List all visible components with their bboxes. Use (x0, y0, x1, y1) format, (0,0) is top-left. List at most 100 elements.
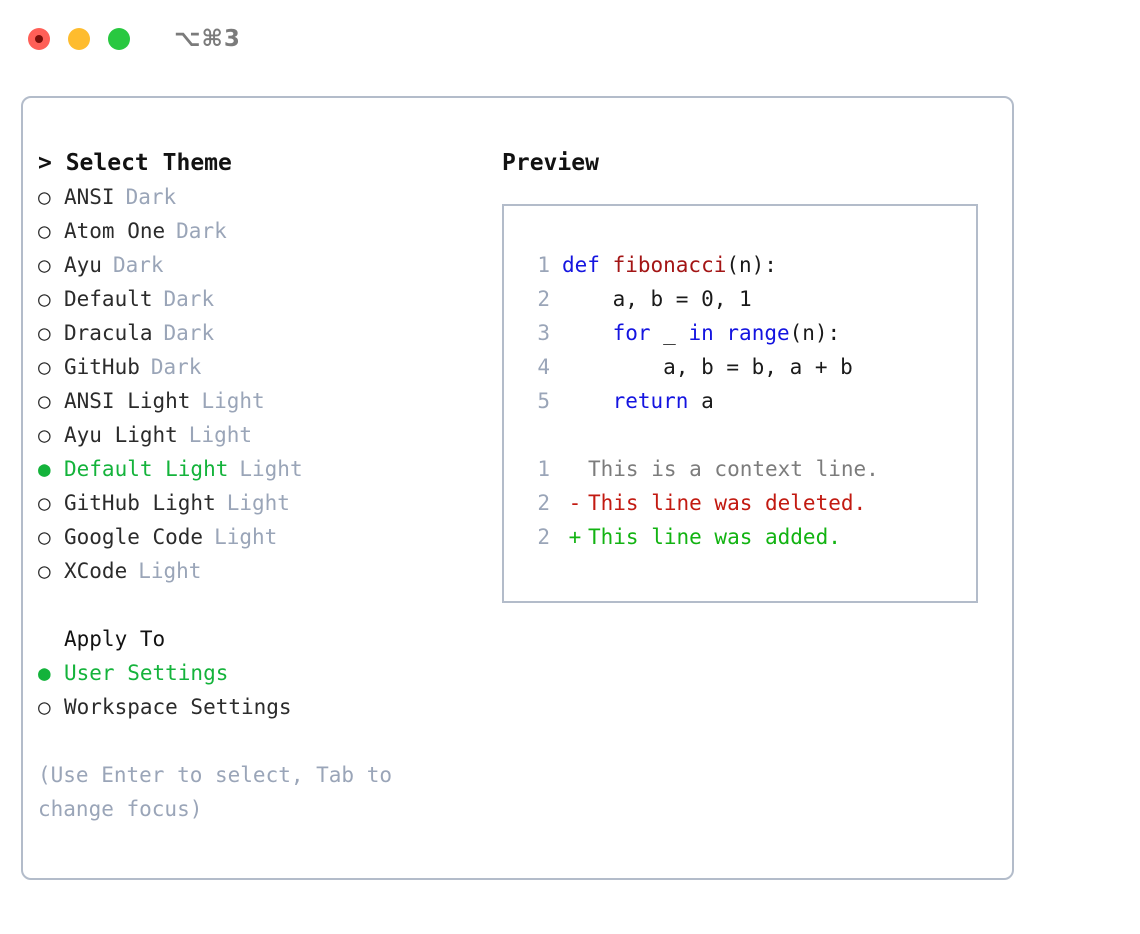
apply-to-item[interactable]: ● User Settings (38, 656, 488, 690)
theme-item-kind: Dark (125, 185, 177, 209)
diff-line: 2-This line was deleted. (522, 486, 976, 520)
code-token: a (688, 389, 714, 413)
preview-spacer (522, 418, 976, 452)
radio-unselected-icon[interactable]: ○ (38, 525, 51, 549)
theme-item[interactable]: ○ Atom One Dark (38, 214, 488, 248)
apply-to-item[interactable]: ○Workspace Settings (38, 690, 488, 724)
theme-item-label: GitHub Light (64, 491, 216, 515)
radio-unselected-icon[interactable]: ○ (38, 559, 51, 583)
radio-unselected-icon[interactable]: ○ (38, 287, 51, 311)
radio-unselected-icon[interactable]: ○ (38, 185, 51, 209)
theme-item[interactable]: ○ Google Code Light (38, 520, 488, 554)
diff-line-text: This line was deleted. (588, 491, 867, 515)
diff-line-text: This is a context line. (588, 457, 879, 481)
theme-item[interactable]: ○ Dracula Dark (38, 316, 488, 350)
diff-line: 2+This line was added. (522, 520, 976, 554)
traffic-light-group (28, 28, 130, 50)
theme-item-kind: Light (226, 491, 290, 515)
theme-item-kind: Light (138, 559, 202, 583)
code-line: 2 a, b = 0, 1 (522, 282, 976, 316)
theme-item[interactable]: ● Default Light Light (38, 452, 488, 486)
radio-unselected-icon[interactable]: ○ (38, 423, 51, 447)
theme-item-kind: Dark (112, 253, 164, 277)
diff-marker: + (568, 525, 582, 549)
theme-item-label: Default Light (64, 457, 229, 481)
theme-item-label: ANSI (64, 185, 115, 209)
theme-item[interactable]: ○ Default Dark (38, 282, 488, 316)
theme-item-label: XCode (64, 559, 128, 583)
title-bar: ⌥⌘3 (0, 0, 1140, 78)
code-line: 4 a, b = b, a + b (522, 350, 976, 384)
theme-item[interactable]: ○ GitHub Light Light (38, 486, 488, 520)
apply-to-section: Apply To ● User Settings ○Workspace Settin… (38, 622, 488, 724)
theme-item-kind: Light (214, 525, 278, 549)
diff-line-number: 1 (537, 457, 550, 481)
theme-item[interactable]: ○ ANSI Light Light (38, 384, 488, 418)
code-token: in (688, 321, 714, 345)
code-token: (n): (789, 321, 841, 345)
radio-unselected-icon[interactable]: ○ (38, 389, 51, 413)
radio-unselected-icon[interactable]: ○ (38, 219, 51, 243)
code-line-text: def fibonacci(n): (562, 248, 777, 282)
apply-to-item-label: User Settings (64, 661, 229, 685)
radio-unselected-icon[interactable]: ○ (38, 491, 51, 515)
theme-item-label: Default (64, 287, 153, 311)
code-line-number: 3 (537, 321, 550, 345)
diff-line-number: 2 (537, 525, 550, 549)
diff-sample: 1 This is a context line. 2-This line was… (522, 452, 976, 554)
code-line-text: return a (562, 384, 714, 418)
diff-marker: - (568, 491, 582, 515)
code-line-number: 2 (537, 287, 550, 311)
theme-item-kind: Dark (163, 321, 215, 345)
code-token: (n): (726, 253, 777, 277)
radio-selected-icon[interactable]: ● (38, 661, 51, 685)
maximize-window-icon[interactable] (108, 28, 130, 50)
code-token: _ (650, 321, 689, 345)
theme-item-kind: Dark (176, 219, 227, 243)
code-line: 3 for _ in range(n): (522, 316, 976, 350)
code-line-text: a, b = b, a + b (562, 350, 853, 384)
minimize-window-icon[interactable] (68, 28, 90, 50)
apply-to-list[interactable]: ● User Settings ○Workspace Settings (38, 656, 488, 724)
theme-item[interactable]: ○ ANSI Dark (38, 180, 488, 214)
code-line: 5 return a (522, 384, 976, 418)
code-token (714, 321, 727, 345)
code-token: def (562, 253, 613, 277)
code-line-number: 1 (537, 253, 550, 277)
code-token: return (612, 389, 689, 413)
close-window-icon[interactable] (28, 28, 50, 50)
code-token (562, 321, 613, 345)
radio-unselected-icon[interactable]: ○ (38, 253, 51, 277)
diff-line-number: 2 (537, 491, 550, 515)
code-token: for (612, 321, 651, 345)
theme-item-label: ANSI Light (64, 389, 191, 413)
radio-selected-icon[interactable]: ● (38, 457, 51, 481)
theme-item-kind: Light (201, 389, 265, 413)
code-token: fibonacci (612, 253, 727, 277)
theme-item-label: Dracula (64, 321, 153, 345)
preview-title: Preview (502, 150, 599, 176)
theme-item-kind: Light (239, 457, 303, 481)
theme-item-kind: Dark (163, 287, 215, 311)
theme-item-kind: Dark (150, 355, 202, 379)
window-title-shortcut: ⌥⌘3 (174, 26, 241, 52)
code-line-number: 4 (537, 355, 550, 379)
theme-item-label: Google Code (64, 525, 204, 549)
radio-unselected-icon[interactable]: ○ (38, 695, 51, 719)
theme-item[interactable]: ○ XCode Light (38, 554, 488, 588)
theme-item-label: Atom One (64, 219, 166, 243)
code-line-text: a, b = 0, 1 (562, 282, 752, 316)
apply-to-title: Apply To (64, 627, 166, 651)
code-token (562, 389, 613, 413)
radio-unselected-icon[interactable]: ○ (38, 321, 51, 345)
diff-marker (562, 452, 588, 486)
radio-unselected-icon[interactable]: ○ (38, 355, 51, 379)
